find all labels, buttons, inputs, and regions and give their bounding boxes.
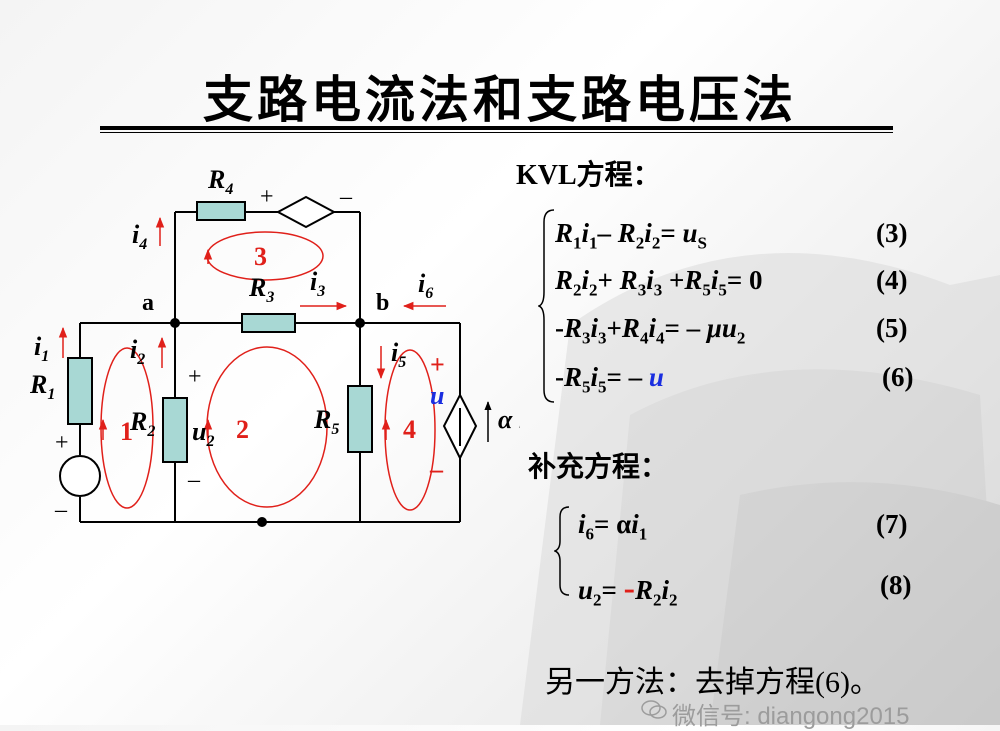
mesh-label-3: 3 (254, 242, 267, 271)
page-title: 支路电流法和支路电压法 (203, 70, 797, 129)
kvl-header: KVL方程： (516, 160, 661, 191)
sign-plus-u: + (430, 350, 445, 379)
node-a-dot (170, 318, 180, 328)
mesh-label-2: 2 (236, 415, 249, 444)
mesh-label-1: 1 (120, 417, 133, 446)
supplementary-header: 补充方程： (528, 452, 669, 483)
label-u: u (430, 381, 444, 410)
title-rule (100, 126, 893, 130)
equation-6: -R5i5= – u (555, 362, 664, 397)
supplementary-brace (554, 506, 570, 596)
equation-3: R1i1– R2i2= uS (555, 218, 707, 253)
background-decoration (520, 253, 1000, 725)
node-bottom-dot (257, 517, 267, 527)
node-b-label: b (376, 290, 389, 316)
node-a-label: a (142, 290, 154, 316)
label-u2: u2 (192, 417, 214, 450)
equation-4: R2i2+ R3i3 +R5i5= 0 (555, 265, 763, 300)
resistor-r5 (347, 385, 373, 453)
label-i6: i6 (418, 269, 433, 302)
label-alpha-i1: α i1 (498, 405, 520, 438)
resistor-r2 (162, 397, 188, 463)
sign-minus-u: – (429, 455, 444, 484)
resistor-r4 (196, 201, 246, 221)
sign-minus-source: – (54, 497, 68, 523)
equation-3-number: (3) (876, 218, 908, 248)
mesh-loop-4 (384, 349, 436, 511)
equation-8: u2= -R2i2 (578, 570, 678, 610)
label-i4: i4 (132, 220, 147, 253)
label-i3: i3 (310, 267, 325, 300)
dependent-voltage-source (275, 195, 337, 229)
kvl-brace (538, 209, 555, 403)
mesh-loop-2 (206, 346, 328, 508)
equation-6-number: (6) (882, 362, 914, 392)
equation-5: -R3i3+R4i4= – μu2 (555, 313, 746, 348)
circuit-wires (79, 211, 461, 523)
sign-plus-top: + (260, 184, 274, 210)
label-r4: R4 (207, 165, 233, 198)
title-rule-thin (100, 132, 893, 133)
sign-minus-u2: – (187, 467, 201, 493)
other-method-text: 另一方法：去掉方程(6)。 (545, 666, 880, 699)
resistor-r1 (67, 357, 93, 425)
label-i2: i2 (130, 335, 145, 368)
resistor-r3 (241, 313, 296, 333)
label-i1: i1 (34, 332, 49, 365)
equation-7-number: (7) (876, 509, 908, 539)
equation-5-number: (5) (876, 313, 908, 343)
watermark-text: 微信号: diangong2015 (672, 703, 910, 730)
wechat-icon (641, 700, 667, 719)
sign-minus-top: – (339, 184, 353, 210)
sign-plus-source: + (55, 430, 69, 456)
label-r1: R1 (29, 370, 55, 403)
label-i5: i5 (391, 338, 406, 371)
label-r5: R5 (313, 405, 339, 438)
node-b-dot (355, 318, 365, 328)
equation-7: i6= αi1 (578, 509, 648, 544)
circuit-diagram: R4 R3 R1 R2 R5 i1 i2 i3 i4 i5 i6 u2 u α … (29, 165, 520, 527)
mesh-label-4: 4 (403, 415, 416, 444)
equation-8-number: (8) (880, 570, 912, 600)
equation-4-number: (4) (876, 265, 908, 295)
label-r3: R3 (248, 273, 274, 306)
voltage-source-us (59, 455, 101, 497)
sign-plus-u2: + (188, 364, 202, 390)
label-r2: R2 (129, 407, 155, 440)
